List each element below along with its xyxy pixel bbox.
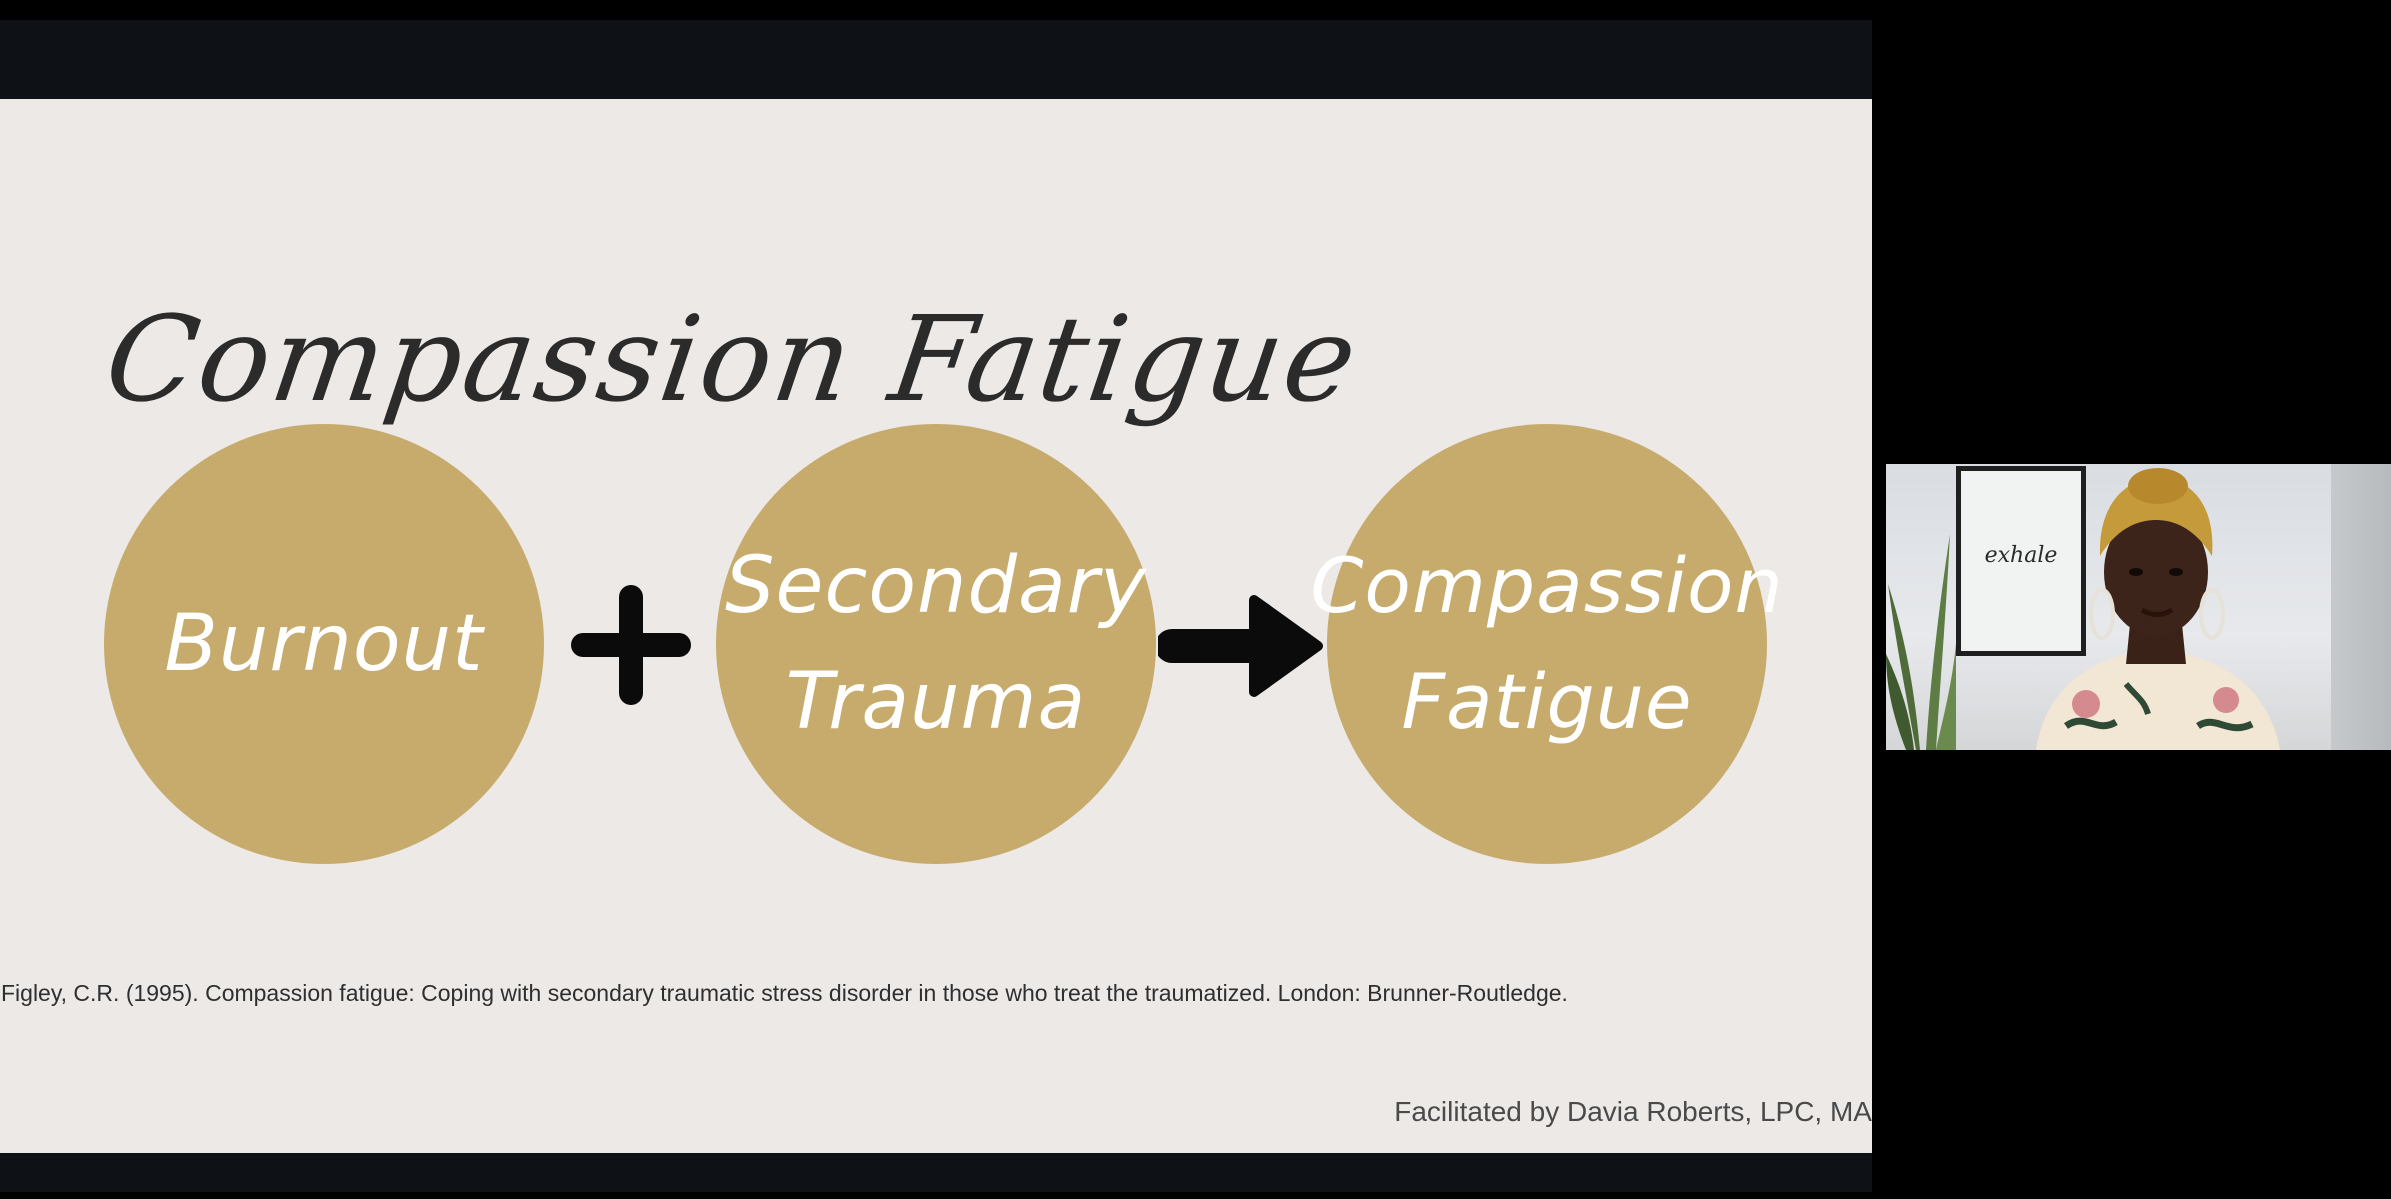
presenter-image [2036,468,2280,750]
circle-compassion-label-line2: Fatigue [1401,657,1693,746]
circle-compassion-fatigue: Compassion Fatigue [1310,424,1783,864]
wall-art-frame: exhale [1956,466,2086,656]
circle-secondary-label-line2: Trauma [785,657,1087,747]
plus-icon [571,585,691,705]
presentation-viewer: Compassion Fatigue Burnout Secondary Tra… [0,20,1872,1192]
plant-image [1886,534,1956,750]
citation-text: Figley, C.R. (1995). Compassion fatigue:… [1,980,1568,1006]
circle-burnout-label: Burnout [164,599,484,689]
circle-secondary-label-line1: Secondary [724,541,1148,631]
wall-background [2331,464,2391,750]
wall-art-text: exhale [1984,543,2058,568]
circle-burnout: Burnout [104,424,544,864]
circle-secondary-trauma: Secondary Trauma [716,424,1156,864]
arrow-right-icon [1158,595,1323,697]
slide: Compassion Fatigue Burnout Secondary Tra… [0,99,1872,1153]
presenter-webcam-tile[interactable]: exhale [1886,464,2391,750]
facilitator-credit: Facilitated by Davia Roberts, LPC, MA [1394,1096,1872,1127]
circle-compassion-label-line1: Compassion [1310,541,1784,630]
